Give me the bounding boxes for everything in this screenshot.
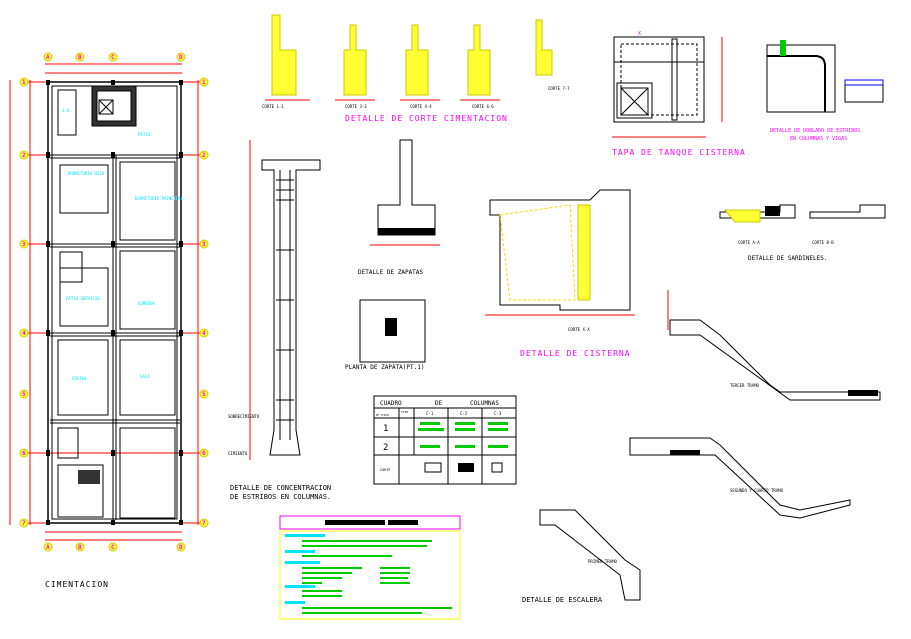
grid-row-3: 3: [22, 241, 26, 248]
table-title-2: DE: [435, 400, 443, 407]
grid-row-4: 4: [22, 330, 26, 337]
foundation-plan: A B C D A B C D 1 2 3 4 5 6 7 1 2 3 4 5 …: [9, 52, 209, 589]
grid-label-d-bottom: D: [179, 544, 183, 551]
grid-row-7-right: 7: [202, 520, 206, 527]
sardinel-cut-b: CORTE B-B: [812, 240, 834, 245]
grid-row-5: 5: [22, 391, 26, 398]
room-cocina: COCINA: [72, 376, 87, 381]
grid-row-6: 6: [22, 450, 26, 457]
grid-row-2: 2: [22, 152, 26, 159]
column-stirrups-detail: SOBRECIMIENTO CIMIENTO DETALLE DE CONCEN…: [228, 140, 331, 501]
header-c3: C-3: [494, 411, 502, 416]
tank-cover-detail: X TAPA DE TANQUE CISTERNA: [612, 31, 746, 157]
room-dormitorio-hijo: DORMITORIO HIJO: [68, 171, 105, 176]
cut-label: CORTE 7-7: [548, 86, 570, 91]
footing-detail: DETALLE DE ZAPATAS PLANTA DE ZAPATA(PT.1…: [345, 139, 440, 371]
grid-label-a-bottom: A: [46, 544, 50, 551]
floor-2: 2: [383, 443, 388, 453]
escalera-title: DETALLE DE ESCALERA: [522, 596, 603, 604]
grid-row-2-right: 2: [202, 152, 206, 159]
cut-label: CORTE 4-4: [410, 104, 432, 109]
cisterna-title: DETALLE DE CISTERNA: [520, 349, 631, 358]
stirrup-bending-detail: DETALLE DE DOBLADO DE ESTRIBOS EN COLUMN…: [766, 40, 884, 142]
floor-1: 1: [383, 424, 388, 434]
label-cimiento: CIMIENTO: [228, 451, 248, 456]
grid-label-a: A: [46, 54, 50, 61]
grid-row-3-right: 3: [202, 241, 206, 248]
header-c1: C-1: [426, 411, 434, 416]
plan-title: CIMENTACION: [45, 580, 109, 589]
grid-row-1-right: 1: [202, 79, 206, 86]
grid-label-b-bottom: B: [78, 544, 82, 551]
room-patio-servicio: PATIO SERVICIO: [66, 296, 100, 301]
sardineles-title: DETALLE DE SARDINELES.: [748, 255, 827, 262]
grid-label-d: D: [179, 54, 183, 61]
room-sh: S.H.: [62, 108, 72, 113]
flight-primer: PRIMER TRAMO: [588, 559, 617, 564]
label-sobrecimiento: SOBRECIMIENTO: [228, 414, 260, 419]
cut-label: CORTE 1-1: [262, 104, 284, 109]
cut-label: CORTE 6-6: [472, 104, 494, 109]
room-patio: PATIO: [138, 132, 151, 137]
planta-zapata-title: PLANTA DE ZAPATA(PT.1): [345, 364, 424, 371]
flight-tercer: TERCER TRAMO: [730, 383, 759, 388]
table-title-3: COLUMNAS: [470, 400, 499, 407]
grid-row-5-right: 5: [202, 391, 206, 398]
doblado-title-1: DETALLE DE DOBLADO DE ESTRIBOS: [770, 128, 860, 134]
row-corte: CORTE: [380, 468, 391, 472]
grid-row-6-right: 6: [202, 450, 206, 457]
tapa-tanque-title: TAPA DE TANQUE CISTERNA: [612, 148, 746, 157]
header-c2: C-2: [460, 411, 468, 416]
zapatas-title: DETALLE DE ZAPATAS: [358, 269, 423, 276]
concentracion-title-1: DETALLE DE CONCENTRACION: [230, 484, 331, 492]
axis-x-label: X: [638, 31, 641, 37]
cisterna-cut-label: CORTE X-X: [568, 327, 590, 332]
flight-segundo-cuarto: SEGUNDO Y CUARTO TRAMO: [730, 488, 784, 493]
concentracion-title-2: DE ESTRIBOS EN COLUMNAS.: [230, 493, 331, 501]
room-dormitorio-principal: DORMITORIO PRINCIPAL: [135, 196, 184, 201]
stair-detail: TERCER TRAMO SEGUNDO Y CUARTO TRAMO PRIM…: [522, 290, 881, 604]
column-schedule-table: CUADRO DE COLUMNAS TIPO Nº PISO C-1 C-2 …: [373, 395, 517, 485]
foundation-sections: CORTE 1-1 CORTE 3-3 CORTE 4-4 CORTE 6-6 …: [262, 14, 570, 123]
grid-row-4-right: 4: [202, 330, 206, 337]
room-comedor: COMEDOR: [138, 301, 155, 306]
doblado-title-2: EN COLUMNAS Y VIGAS: [790, 136, 847, 142]
specifications-notes: [279, 515, 461, 620]
grid-label-b: B: [78, 54, 82, 61]
room-sala: SALA: [140, 374, 150, 379]
table-title-1: CUADRO: [380, 400, 402, 407]
grid-label-c-bottom: C: [111, 544, 115, 551]
grid-label-c: C: [111, 54, 115, 61]
header-piso: Nº PISO: [376, 413, 389, 417]
cistern-detail: CORTE X-X DETALLE DE CISTERNA: [485, 189, 635, 358]
curb-detail: CORTE A-A CORTE B-B DETALLE DE SARDINELE…: [719, 204, 886, 262]
grid-row-1: 1: [22, 79, 26, 86]
sardinel-cut-a: CORTE A-A: [738, 240, 760, 245]
header-tipo: TIPO: [401, 410, 408, 414]
cut-label: CORTE 3-3: [345, 104, 367, 109]
corte-cimentacion-title: DETALLE DE CORTE CIMENTACION: [345, 114, 508, 123]
grid-row-7: 7: [22, 520, 26, 527]
